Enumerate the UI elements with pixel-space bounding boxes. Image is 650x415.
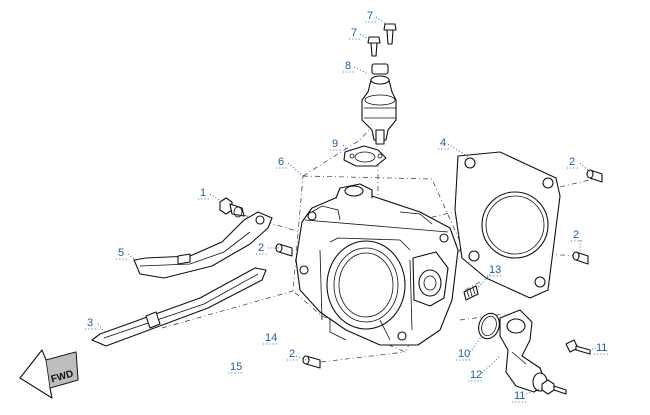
cylinder-base-gasket bbox=[454, 151, 561, 299]
callout-2-left: 2 bbox=[258, 242, 264, 254]
tensioner-bolt-lower bbox=[367, 36, 381, 57]
chain-tensioner bbox=[361, 63, 397, 145]
dowel-pin-left bbox=[275, 243, 293, 257]
callout-2-bottom: 2 bbox=[289, 348, 295, 360]
callout-2-upper-right: 2 bbox=[569, 156, 575, 168]
callout-11-right: 11 bbox=[596, 342, 607, 354]
callout-9: 9 bbox=[332, 138, 338, 150]
tensioner-gasket bbox=[343, 145, 387, 167]
callout-5: 5 bbox=[118, 247, 124, 259]
callout-leaders bbox=[97, 16, 597, 395]
dowel-pin-upper-right bbox=[586, 169, 603, 183]
callout-2-right: 2 bbox=[573, 229, 579, 241]
callout-7-lower: 7 bbox=[351, 27, 357, 39]
coolant-elbow bbox=[499, 309, 548, 393]
callout-14: 14 bbox=[265, 332, 277, 344]
callout-3: 3 bbox=[87, 317, 93, 329]
stud-bolt bbox=[463, 285, 479, 301]
callout-4: 4 bbox=[440, 137, 446, 149]
callout-10: 10 bbox=[458, 348, 470, 360]
dowel-pin-right bbox=[572, 251, 589, 265]
callout-1: 1 bbox=[200, 187, 206, 199]
callout-13: 13 bbox=[489, 264, 501, 276]
cylinder-block bbox=[295, 183, 459, 346]
chain-guide-tensioner-side bbox=[133, 211, 273, 279]
callout-11-bottom: 11 bbox=[514, 390, 525, 402]
tensioner-bolt-upper bbox=[383, 23, 397, 45]
dowel-pin-bottom bbox=[302, 355, 321, 369]
elbow-bolt-right bbox=[565, 339, 591, 355]
forward-direction-arrow: FWD bbox=[19, 349, 79, 399]
callout-7-upper: 7 bbox=[367, 10, 373, 22]
callouts: 1 2 2 2 2 3 4 5 6 7 7 8 9 10 11 11 12 bbox=[85, 10, 610, 403]
callout-6: 6 bbox=[278, 156, 284, 168]
callout-8: 8 bbox=[345, 60, 351, 72]
callout-12: 12 bbox=[470, 369, 482, 381]
guide-bolt bbox=[219, 197, 245, 218]
callout-15: 15 bbox=[230, 361, 242, 373]
elbow-bolt-bottom bbox=[541, 379, 567, 395]
chain-guide-fixed bbox=[91, 267, 267, 347]
o-ring bbox=[478, 312, 500, 340]
